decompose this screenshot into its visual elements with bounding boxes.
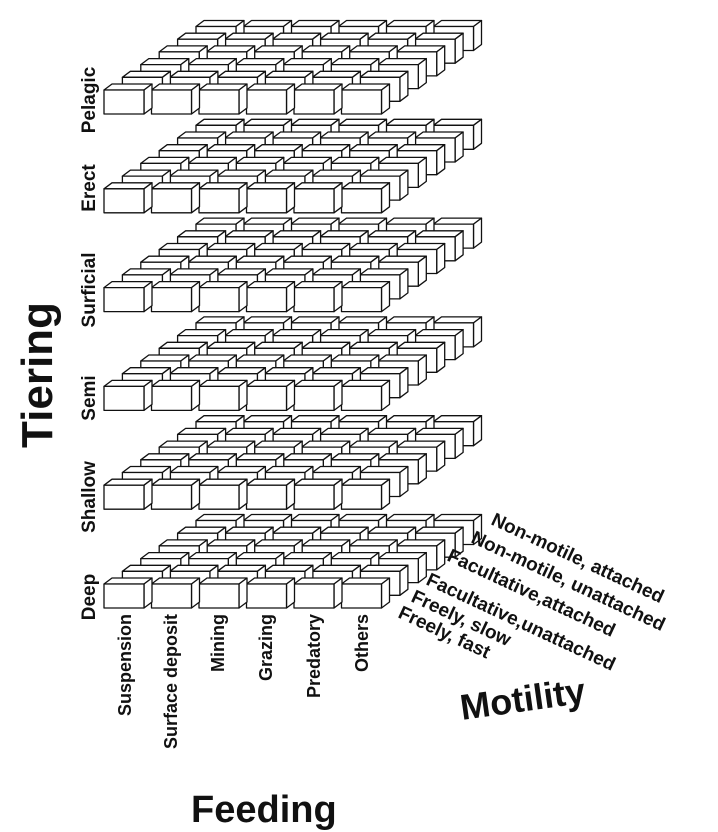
- ecospace-cell: [198, 280, 248, 313]
- ecospace-cell: [103, 83, 153, 115]
- ecospace-cell: [340, 379, 391, 412]
- feeding-label-others: Others: [352, 614, 372, 672]
- ecospace-cell: [150, 577, 201, 609]
- ecospace-cell: [293, 280, 343, 313]
- feeding-label-mining: Mining: [208, 614, 228, 672]
- ecospace-cell: [198, 577, 248, 609]
- ecospace-cell: [340, 478, 391, 510]
- ecospace-cell: [293, 83, 343, 115]
- tier-layer-erect: [103, 118, 483, 214]
- ecospace-cell: [150, 478, 201, 510]
- tier-label-erect: Erect: [79, 164, 100, 212]
- ecospace-cell: [103, 577, 153, 609]
- ecospace-cell: [150, 83, 201, 115]
- tier-layer-shallow: [103, 415, 483, 510]
- tier-block-grid: [103, 19, 483, 609]
- ecospace-cell: [340, 280, 391, 313]
- feeding-axis-title: Feeding: [191, 789, 337, 831]
- ecospace-cell: [245, 83, 296, 115]
- ecospace-cell: [198, 478, 248, 510]
- tier-layer-surficial: [103, 217, 483, 313]
- feeding-label-predatory: Predatory: [304, 614, 324, 698]
- ecospace-cell: [150, 280, 201, 313]
- tier-label-shallow: Shallow: [79, 461, 100, 533]
- tier-layer-semi: [103, 316, 483, 412]
- ecospace-cell: [198, 83, 248, 115]
- feeding-label-grazing: Grazing: [256, 614, 276, 681]
- ecospace-cell: [103, 379, 153, 412]
- ecospace-cell: [245, 182, 296, 214]
- ecospace-cell: [150, 182, 201, 214]
- ecospace-cell: [103, 280, 153, 313]
- tier-label-semi: Semi: [79, 375, 100, 420]
- ecospace-cell: [245, 478, 296, 510]
- tier-layer-deep: [103, 513, 483, 609]
- tier-layer-pelagic: [103, 19, 483, 115]
- ecospace-cell: [245, 577, 296, 609]
- feeding-label-suspension: Suspension: [115, 614, 135, 716]
- ecospace-cell: [340, 577, 391, 609]
- feeding-label-surface-deposit: Surface deposit: [161, 614, 181, 749]
- ecospace-cell: [340, 83, 391, 115]
- ecospace-cell: [150, 379, 201, 412]
- tier-label-deep: Deep: [79, 574, 100, 620]
- ecospace-cell: [293, 379, 343, 412]
- tiering-axis-title: Tiering: [13, 302, 62, 448]
- tier-label-surficial: Surficial: [79, 253, 100, 328]
- tier-label-pelagic: Pelagic: [79, 66, 100, 133]
- ecospace-cell: [198, 182, 248, 214]
- ecospace-cell: [293, 577, 343, 609]
- ecospace-cell: [103, 182, 153, 214]
- ecospace-cell: [293, 182, 343, 214]
- ecospace-cell: [103, 478, 153, 510]
- ecospace-cell: [198, 379, 248, 412]
- ecospace-cell: [245, 280, 296, 313]
- ecospace-cell: [245, 379, 296, 412]
- motility-axis-title: Motility: [457, 670, 587, 728]
- ecospace-cell: [293, 478, 343, 510]
- ecospace-cell: [340, 182, 391, 214]
